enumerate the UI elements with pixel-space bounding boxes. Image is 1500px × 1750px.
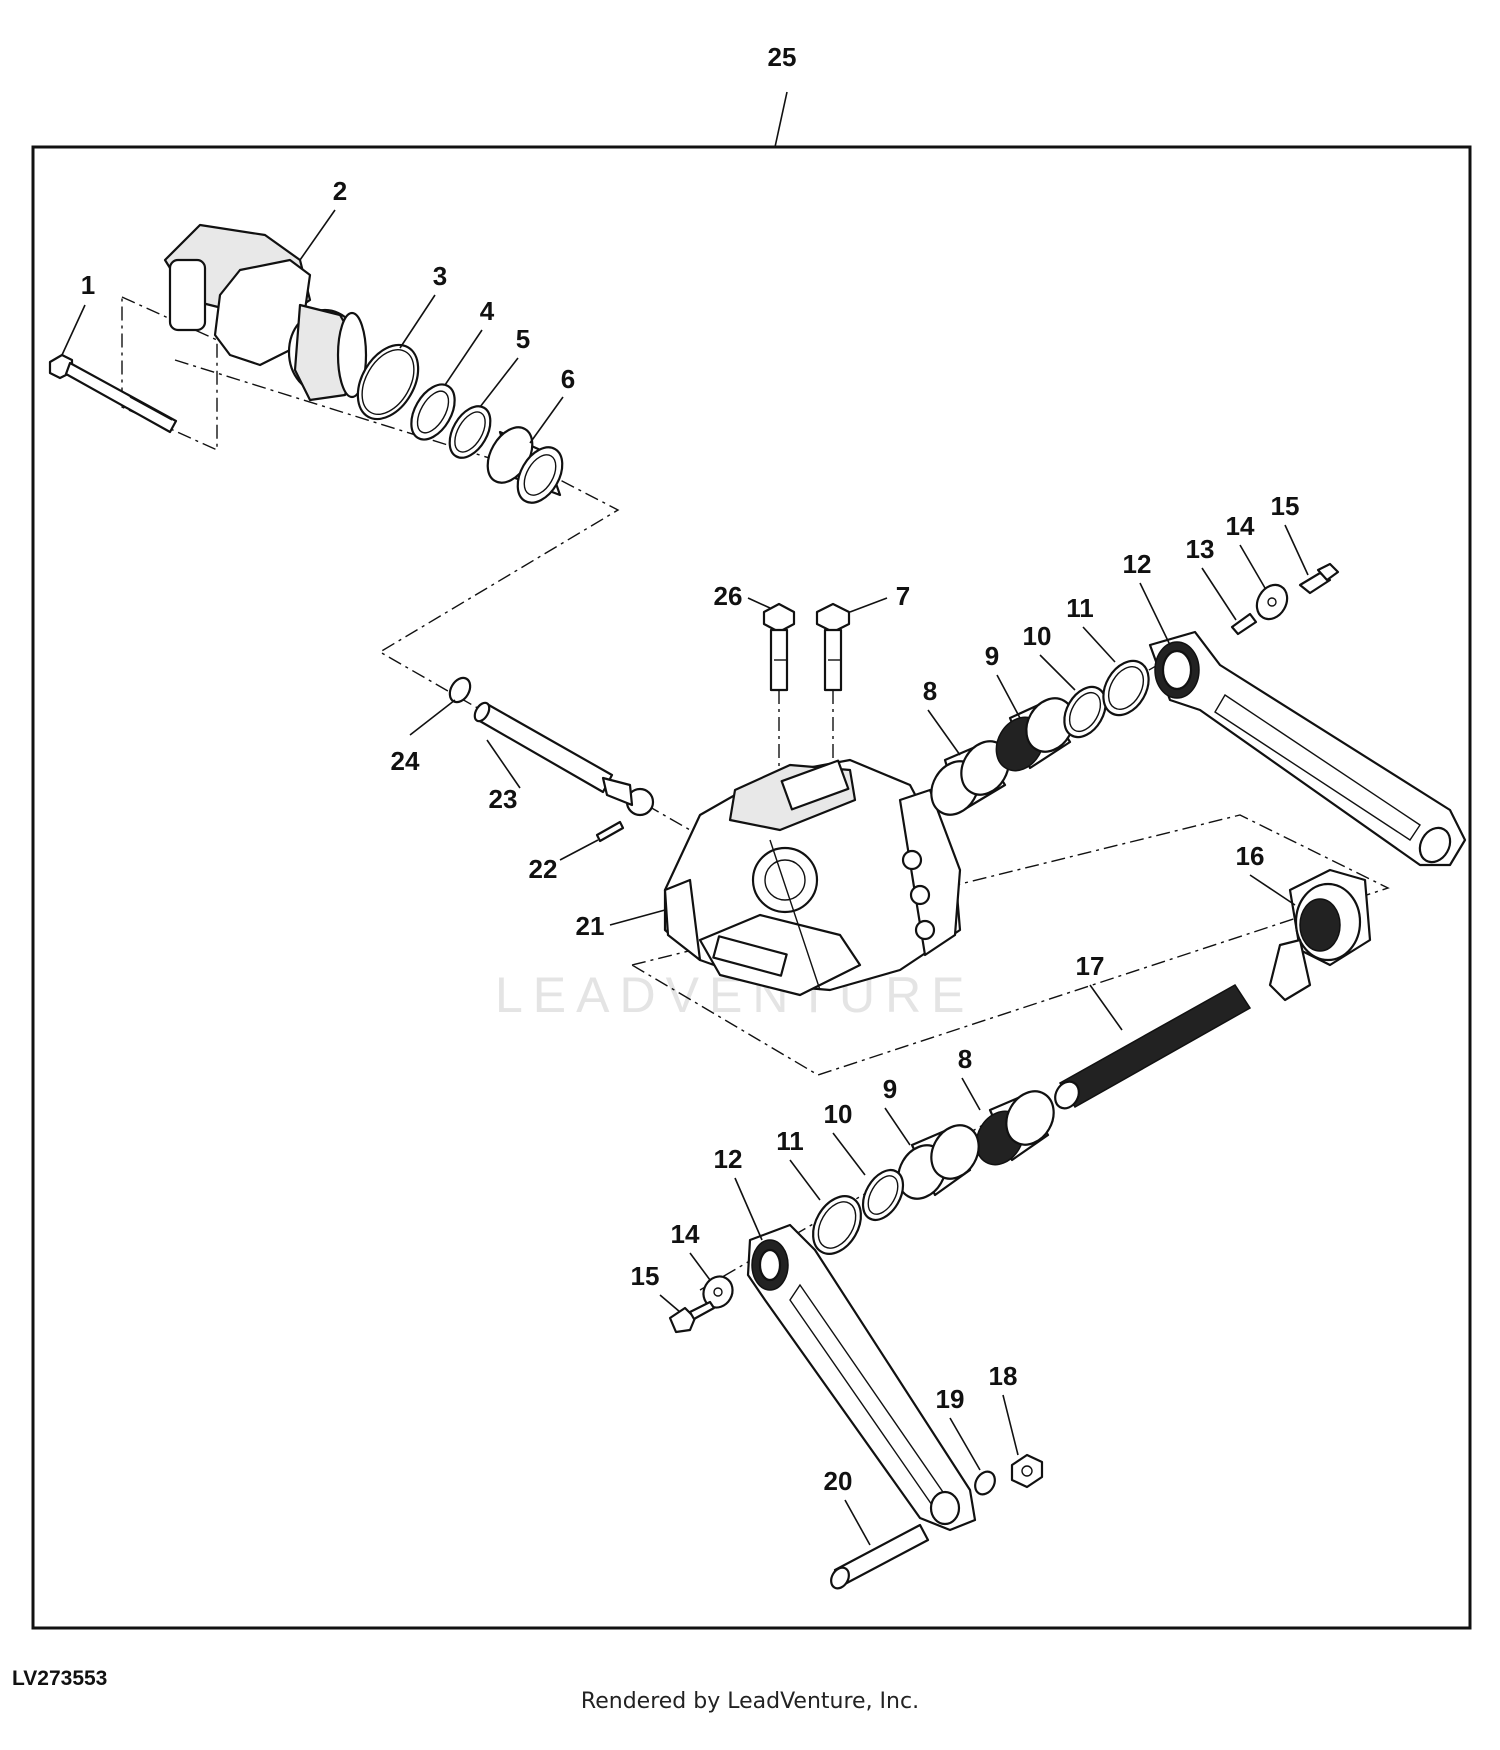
callout-6: 6: [561, 364, 575, 394]
callout-24: 24: [391, 746, 420, 776]
washer-14-upper: [1255, 583, 1289, 621]
callout-22: 22: [529, 854, 558, 884]
callout-11-lower: 11: [776, 1126, 804, 1156]
callout-7: 7: [896, 581, 910, 611]
bolt-15-upper: [1298, 562, 1340, 595]
callout-18: 18: [989, 1361, 1018, 1391]
bolt-26: [762, 602, 796, 692]
gearbox-housing-21: [663, 758, 962, 997]
nut-18: [1010, 1453, 1044, 1489]
callout-10-lower: 10: [824, 1099, 853, 1129]
callout-3: 3: [433, 261, 447, 291]
threaded-rod-17: [1054, 984, 1252, 1110]
callout-5: 5: [516, 324, 530, 354]
leader-assembly: [774, 91, 788, 148]
render-credit: Rendered by LeadVenture, Inc.: [581, 1689, 919, 1714]
pin-20: [830, 1523, 930, 1590]
bushing-6: [486, 426, 564, 504]
callout-16: 16: [1236, 841, 1265, 871]
callout-21: 21: [576, 911, 605, 941]
callout-11-upper: 11: [1066, 593, 1094, 623]
drawing-id: LV273553: [12, 1667, 107, 1690]
ring-24: [448, 676, 472, 704]
bearing-9-upper: [995, 697, 1075, 772]
o-ring-3: [356, 343, 420, 421]
washer-19: [974, 1470, 996, 1496]
ring-10-lower: [861, 1169, 905, 1221]
callout-26: 26: [714, 581, 743, 611]
ring-11-upper: [1102, 659, 1150, 717]
bushing-9-lower: [897, 1124, 980, 1200]
ring-5: [448, 405, 492, 459]
callout-10-upper: 10: [1023, 621, 1052, 651]
ring-11-lower: [812, 1195, 862, 1255]
shaft-23: [473, 701, 655, 817]
callout-17: 17: [1076, 951, 1105, 981]
grease-fitting-13: [1230, 612, 1258, 636]
callout-23: 23: [489, 784, 518, 814]
callout-8-upper: 8: [923, 676, 937, 706]
callout-25: 25: [768, 42, 797, 72]
callout-14-upper: 14: [1226, 511, 1255, 541]
callout-20: 20: [824, 1466, 853, 1496]
leader-lines: [61, 209, 1309, 1546]
ring-10-upper: [1063, 685, 1107, 739]
bolt-7: [815, 602, 851, 692]
lift-arm-12-upper: [1148, 630, 1467, 867]
centerline-upper: [121, 296, 218, 452]
callout-numbers: 25 1 2 3 4 5 6 7 8 9 10 11 12 13 14 15 1…: [81, 42, 1300, 1496]
lift-arm-12-lower: [746, 1223, 977, 1532]
bolt-1: [48, 353, 178, 434]
callout-15-lower: 15: [631, 1261, 660, 1291]
callout-9-lower: 9: [883, 1074, 897, 1104]
bearing-8-lower: [975, 1090, 1055, 1166]
assembly-frame: [31, 145, 1472, 1630]
callout-1: 1: [81, 270, 95, 300]
callout-19: 19: [936, 1384, 965, 1414]
callout-12-lower: 12: [714, 1144, 743, 1174]
pin-22: [595, 820, 625, 843]
washer-14-lower: [702, 1275, 734, 1309]
callout-4: 4: [480, 296, 495, 326]
centerline-lower: [631, 814, 1390, 1076]
arm-end-16: [1268, 868, 1372, 1002]
callout-9-upper: 9: [985, 641, 999, 671]
coupler-housing-2: [163, 223, 368, 402]
bolt-15-lower: [668, 1300, 716, 1334]
callout-14-lower: 14: [671, 1219, 700, 1249]
callout-8-lower: 8: [958, 1044, 972, 1074]
callout-12-upper: 12: [1123, 549, 1152, 579]
callout-13: 13: [1186, 534, 1215, 564]
callout-2: 2: [333, 176, 347, 206]
callout-15-upper: 15: [1271, 491, 1300, 521]
ring-4: [410, 383, 456, 441]
